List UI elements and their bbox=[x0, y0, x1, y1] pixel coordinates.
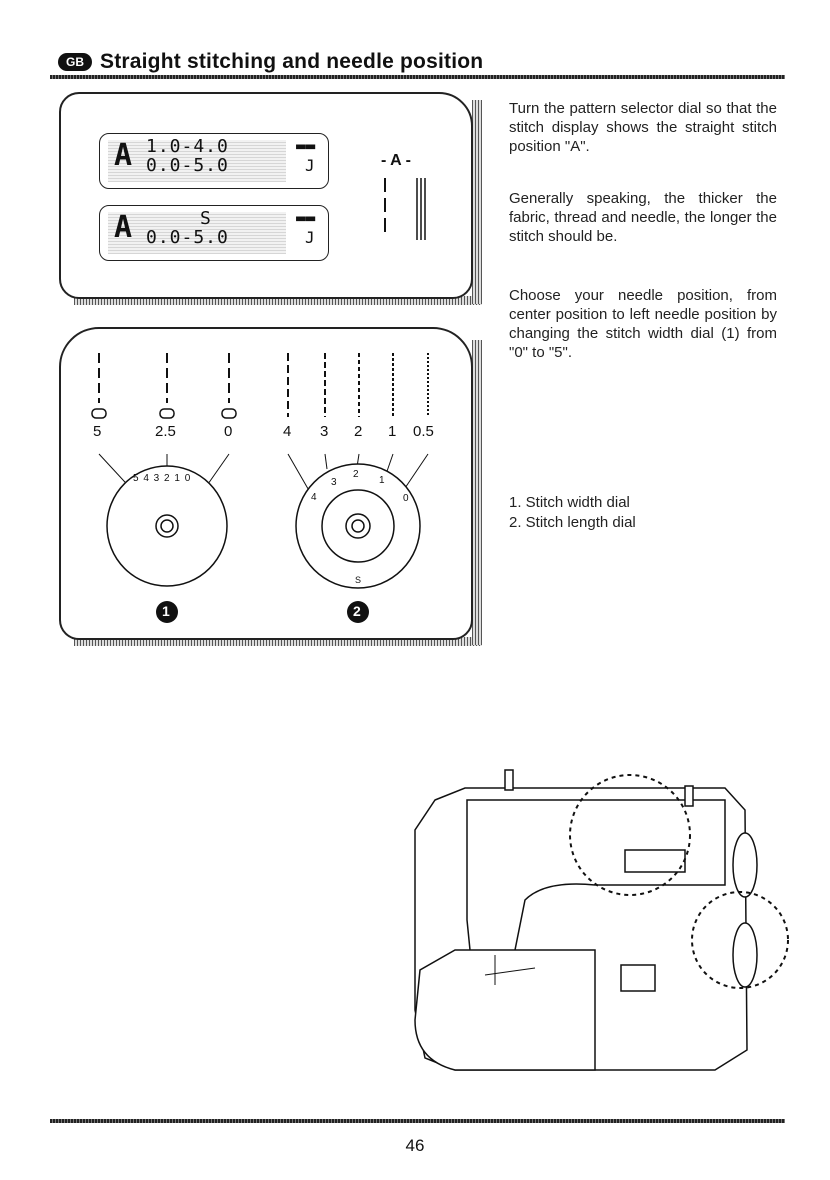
paragraph-2: Generally speaking, the thicker the fabr… bbox=[509, 190, 777, 245]
display-letter: A bbox=[114, 210, 133, 245]
dial1-scale: 5 4 3 2 1 0 bbox=[133, 473, 192, 484]
display-line-2: 0.0-5.0 bbox=[146, 155, 229, 176]
dial2-marker: 2 bbox=[353, 603, 361, 619]
dial-diagram bbox=[91, 353, 429, 623]
page-number: 46 bbox=[405, 1136, 425, 1155]
stitch-length-icon: ▬▬ bbox=[296, 136, 316, 155]
bottom-rule bbox=[50, 1119, 785, 1123]
dial-panel: 5 2.5 0 4 3 2 1 0.5 5 4 3 2 1 0 4 3 2 1 … bbox=[59, 327, 473, 640]
display-line-2: 0.0-5.0 bbox=[146, 227, 229, 248]
sewing-machine-illustration bbox=[414, 769, 789, 1071]
dial-legend: 1. Stitch width dial 2. Stitch length di… bbox=[509, 493, 636, 533]
panel-shadow bbox=[74, 637, 482, 646]
stitch-display-1: A 1.0-4.0 0.0-5.0 ▬▬ J bbox=[99, 133, 329, 189]
length-label: 4 bbox=[283, 423, 292, 440]
list-item: 1. Stitch width dial bbox=[509, 494, 630, 511]
stitch-width-icon: J bbox=[305, 228, 315, 247]
panel-shadow bbox=[472, 100, 482, 304]
width-label: 0 bbox=[224, 423, 233, 440]
length-label: 3 bbox=[320, 423, 329, 440]
display-letter: A bbox=[114, 138, 133, 173]
paragraph-1: Turn the pattern selector dial so that t… bbox=[509, 100, 777, 155]
width-label: 5 bbox=[93, 423, 102, 440]
top-rule bbox=[50, 75, 785, 79]
dial2-scale: 3 bbox=[331, 477, 337, 488]
stitch-width-icon: J bbox=[305, 156, 315, 175]
display-line-1: S bbox=[200, 208, 212, 229]
page-title: Straight stitching and needle position bbox=[100, 50, 484, 73]
stitch-letter-label: - A - bbox=[381, 152, 411, 169]
straight-stitch-icon bbox=[384, 178, 426, 240]
list-item: 2. Stitch length dial bbox=[509, 514, 636, 531]
dial2-scale: 0 bbox=[403, 493, 409, 504]
dial2-s-mark: S bbox=[355, 575, 362, 585]
dial2-scale: 4 bbox=[311, 492, 317, 503]
panel-shadow bbox=[74, 296, 482, 305]
stitch-length-icon: ▬▬ bbox=[296, 208, 316, 227]
paragraph-3: Choose your needle position, from center… bbox=[509, 287, 777, 361]
length-label: 0.5 bbox=[413, 423, 434, 440]
display-panel: A 1.0-4.0 0.0-5.0 ▬▬ J A S 0.0-5.0 ▬▬ J … bbox=[59, 92, 473, 299]
display-line-1: 1.0-4.0 bbox=[146, 136, 229, 157]
dial2-scale: 2 bbox=[353, 469, 359, 480]
length-label: 2 bbox=[354, 423, 363, 440]
dial2-scale: 1 bbox=[379, 475, 385, 486]
stitch-display-2: A S 0.0-5.0 ▬▬ J bbox=[99, 205, 329, 261]
gb-flag-icon: GB bbox=[58, 53, 92, 71]
length-label: 1 bbox=[388, 423, 397, 440]
panel-shadow bbox=[472, 340, 482, 645]
dial1-marker: 1 bbox=[162, 603, 170, 619]
section-header: GB Straight stitching and needle positio… bbox=[58, 50, 483, 74]
width-label: 2.5 bbox=[155, 423, 176, 440]
